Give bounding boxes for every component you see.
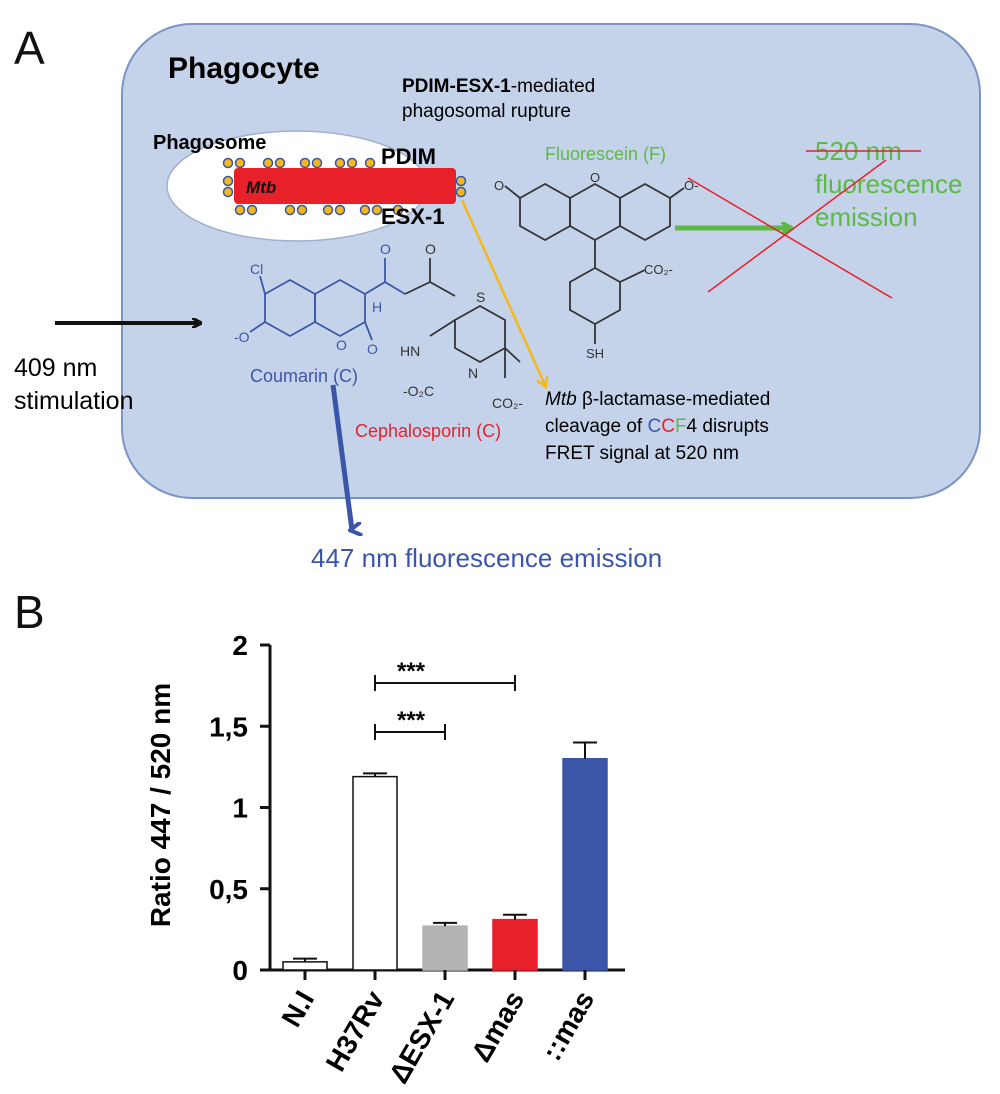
pdim-dot bbox=[222, 175, 234, 187]
pdim-dot bbox=[359, 204, 371, 216]
coumarin-atom-h: H bbox=[372, 299, 382, 315]
cephalosporin-atom-co2: CO₂- bbox=[492, 395, 523, 411]
pdim-dot bbox=[371, 204, 383, 216]
pdim-lipid-dots bbox=[222, 157, 467, 216]
emission-447-label: 447 nm fluorescence emission bbox=[311, 543, 662, 573]
significance-label: *** bbox=[397, 658, 426, 685]
mtb-label: Mtb bbox=[246, 178, 276, 197]
pdim-dot bbox=[392, 204, 404, 216]
x-tick-label: N.I bbox=[275, 986, 320, 1032]
cleavage-mtb: Mtb bbox=[545, 389, 577, 410]
stimulation-line2: stimulation bbox=[14, 387, 134, 415]
cephalosporin-atom-s: S bbox=[476, 289, 485, 305]
cleavage-c1: C bbox=[647, 416, 661, 437]
pdim-dot bbox=[455, 186, 467, 198]
pdim-dot bbox=[334, 157, 346, 169]
rupture-arrow bbox=[460, 199, 545, 385]
cleavage-f: F bbox=[675, 416, 687, 437]
pdim-label: PDIM bbox=[381, 144, 436, 169]
pdim-dot bbox=[234, 157, 246, 169]
cleavage-line1: Mtb β-lactamase-mediated bbox=[545, 389, 770, 410]
phagosome-label: Phagosome bbox=[153, 132, 266, 154]
cell-title: Phagocyte bbox=[168, 52, 320, 85]
fluorescein-structure bbox=[504, 182, 685, 344]
emission-cross-line-2 bbox=[707, 159, 887, 293]
pdim-dot bbox=[455, 175, 467, 187]
y-tick-label: 0,5 bbox=[209, 874, 248, 905]
cephalosporin-atom-o: O bbox=[425, 241, 436, 257]
cleavage-c2: C bbox=[661, 416, 675, 437]
coumarin-atom-o3: O bbox=[380, 241, 391, 257]
y-tick-label: 0 bbox=[232, 955, 248, 986]
pdim-dot bbox=[346, 157, 358, 169]
rupture-caption-rest: -mediated bbox=[511, 76, 596, 97]
cephalosporin-label: Cephalosporin (C) bbox=[355, 421, 501, 441]
x-tick-label: ::mas bbox=[536, 986, 600, 1066]
fluorescein-label: Fluorescein (F) bbox=[545, 144, 666, 164]
coumarin-atom-o2: O bbox=[367, 341, 378, 357]
stimulation-line1: 409 nm bbox=[14, 354, 97, 382]
pdim-dot bbox=[334, 204, 346, 216]
pdim-dot bbox=[274, 157, 286, 169]
x-tick-label: ΔESX-1 bbox=[383, 986, 460, 1089]
pdim-dot bbox=[284, 204, 296, 216]
cleavage-line3: FRET signal at 520 nm bbox=[545, 443, 739, 464]
bar bbox=[422, 925, 468, 971]
fluorescein-atom-sh: SH bbox=[586, 346, 604, 361]
pdim-dot bbox=[299, 157, 311, 169]
rupture-caption-bold: PDIM-ESX-1 bbox=[402, 76, 511, 97]
cleavage-line2-pre: cleavage of bbox=[545, 416, 647, 437]
coumarin-atom-cl: Cl bbox=[250, 261, 263, 277]
bar bbox=[352, 775, 398, 971]
cleavage-line2-post: 4 disrupts bbox=[687, 416, 769, 437]
coumarin-atom-o1: O bbox=[336, 337, 347, 353]
cleavage-line1-rest: β-lactamase-mediated bbox=[577, 389, 771, 410]
emission-cross-line-1 bbox=[687, 177, 893, 299]
x-tick-label: H37Rv bbox=[320, 985, 391, 1076]
emission-520-line2: fluorescence bbox=[815, 169, 962, 199]
fluorescein-atom-o-left: O bbox=[494, 178, 504, 193]
pdim-dot bbox=[296, 204, 308, 216]
pdim-dot bbox=[246, 204, 258, 216]
pdim-dot bbox=[222, 157, 234, 169]
mtb-bacterium bbox=[234, 168, 456, 204]
pdim-dot bbox=[262, 157, 274, 169]
pdim-dot bbox=[364, 157, 376, 169]
cephalosporin-atom-hn: HN bbox=[400, 343, 420, 359]
fluorescein-atom-o-ring: O bbox=[590, 170, 600, 185]
pdim-dot bbox=[311, 157, 323, 169]
y-axis-label: Ratio 447 / 520 nm bbox=[145, 683, 176, 927]
panel-b-label: B bbox=[14, 586, 45, 638]
fluorescein-atom-co2: CO₂- bbox=[644, 262, 673, 277]
pdim-dot bbox=[222, 186, 234, 198]
coumarin-label: Coumarin (C) bbox=[250, 366, 358, 386]
emission-520-line3: emission bbox=[815, 202, 918, 232]
cephalosporin-structure bbox=[404, 258, 521, 378]
rupture-caption-line1: PDIM-ESX-1-mediated bbox=[402, 76, 595, 97]
bar bbox=[282, 961, 328, 971]
esx1-label: ESX-1 bbox=[381, 204, 445, 229]
x-tick-label: Δmas bbox=[465, 986, 530, 1067]
cephalosporin-atom-o2c: -O₂C bbox=[403, 383, 434, 399]
emission-447-arrow bbox=[330, 384, 352, 530]
coumarin-atom-o-minus: -O bbox=[234, 329, 250, 345]
y-tick-label: 1 bbox=[232, 793, 248, 824]
coumarin-structure bbox=[249, 258, 406, 341]
rupture-caption-line2: phagosomal rupture bbox=[402, 101, 571, 122]
bar bbox=[492, 918, 538, 971]
cleavage-line2: cleavage of CCF4 disrupts bbox=[545, 416, 769, 437]
significance-label: *** bbox=[397, 707, 426, 734]
y-tick-label: 1,5 bbox=[209, 711, 248, 742]
y-tick-label: 2 bbox=[232, 630, 248, 661]
bar bbox=[562, 758, 608, 971]
cephalosporin-atom-n: N bbox=[468, 365, 478, 381]
pdim-dot bbox=[234, 204, 246, 216]
pdim-dot bbox=[322, 204, 334, 216]
panel-a-label: A bbox=[14, 22, 45, 74]
